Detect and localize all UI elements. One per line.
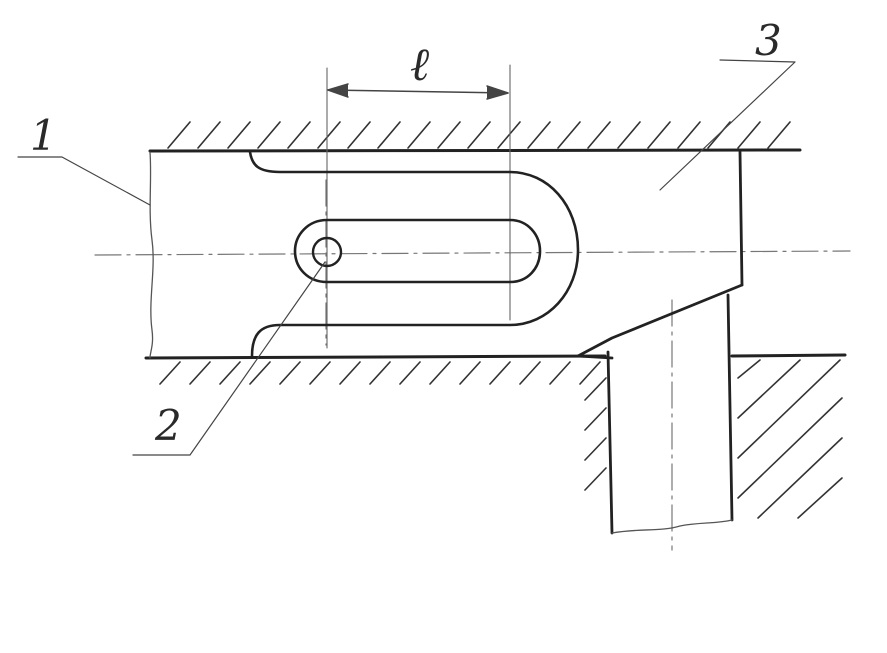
support-break-line — [611, 519, 733, 534]
label-part-1: 1 — [30, 111, 57, 160]
lower-wall-hatching — [159, 361, 601, 385]
dimension-arrow-left — [327, 83, 349, 98]
slider-part-1 — [149, 151, 154, 359]
pin-part-2 — [311, 236, 343, 268]
lower-wall-line — [144, 354, 607, 360]
right-block-hatching — [737, 359, 843, 519]
leader-1 — [17, 156, 151, 206]
label-part-2: 2 — [154, 401, 182, 450]
pin-circle — [311, 236, 343, 268]
dimension-label: ℓ — [410, 37, 430, 91]
wedge-part-3 — [576, 150, 744, 360]
pin-slot — [293, 218, 542, 284]
wedge-lower-left — [576, 354, 614, 360]
support-left-edge — [606, 350, 614, 535]
u-slot — [248, 150, 580, 358]
dimension-arrow-right — [486, 85, 509, 100]
upper-wall-line — [148, 148, 802, 153]
dimension-extension-lines — [326, 64, 511, 349]
slider-break-line — [149, 151, 154, 359]
leader-3 — [659, 59, 796, 191]
leader-2 — [132, 261, 326, 456]
upper-wall-hatching — [167, 121, 791, 149]
support-right-edge — [726, 293, 734, 522]
support-column — [606, 293, 734, 535]
centerlines — [94, 179, 851, 551]
label-part-3: 3 — [755, 16, 782, 65]
wedge-slanted-edge — [576, 283, 744, 358]
support-left-hatching — [584, 377, 607, 491]
guide-walls — [144, 148, 847, 360]
right-wall-step-line — [730, 353, 847, 358]
wedge-right-edge — [738, 150, 744, 287]
dimension-line — [327, 83, 509, 100]
leader-lines — [17, 59, 796, 456]
horizontal-centerline — [94, 250, 851, 256]
